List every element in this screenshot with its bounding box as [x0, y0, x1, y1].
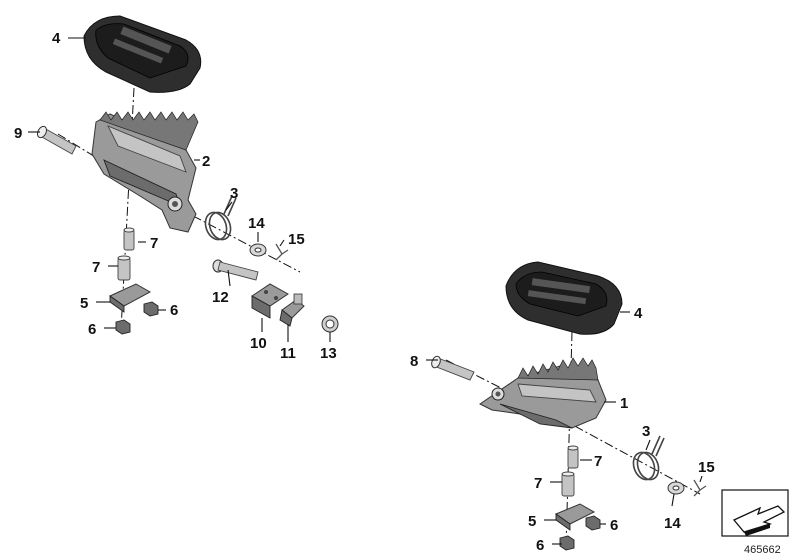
bushing-right-upper: [567, 445, 579, 469]
torsion-spring-left: [204, 195, 237, 241]
callout-1: 1: [620, 395, 628, 412]
callout-8: 8: [410, 353, 418, 370]
orientation-arrow-box: 465662: [721, 489, 789, 556]
right-footrest-assembly: [426, 261, 707, 551]
bushing-left-lower: [117, 255, 131, 281]
callout-7-right-upper: 7: [594, 453, 602, 470]
nut-left-a: [115, 319, 131, 335]
callout-6-left-a: 6: [88, 321, 96, 338]
callout-5-right: 5: [528, 513, 536, 530]
callout-labels: 4 9 2 3 14 15 7 7 5 6 6 12 10 11 13 4 8 …: [14, 30, 715, 554]
bracket-plate-left: [109, 283, 152, 313]
callout-14-right: 14: [664, 515, 681, 532]
callout-7-left-upper: 7: [150, 235, 158, 252]
footpeg-frame-right: [479, 357, 607, 429]
clamp-11: [279, 293, 305, 327]
left-footrest-assembly: [28, 15, 339, 342]
washer-left: [249, 243, 267, 257]
callout-15-left: 15: [288, 231, 305, 248]
nut-left-b: [143, 301, 159, 317]
spring-clip-right: [693, 479, 707, 497]
pivot-pin-right: [431, 355, 475, 381]
callout-12: 12: [212, 289, 229, 306]
diagram-id: 465662: [744, 544, 781, 556]
callout-4-left: 4: [52, 30, 61, 47]
callout-5-left: 5: [80, 295, 88, 312]
callout-2: 2: [202, 153, 210, 170]
sleeve-13: [321, 315, 339, 333]
callout-7-left-lower: 7: [92, 259, 100, 276]
footpeg-frame-left: [91, 111, 199, 233]
callout-15-right: 15: [698, 459, 715, 476]
mounting-bracket-10: [251, 283, 289, 319]
bushing-left-upper: [123, 227, 135, 251]
callout-13: 13: [320, 345, 337, 362]
callout-11: 11: [280, 345, 296, 362]
bracket-plate-right: [554, 503, 596, 531]
callout-10: 10: [250, 335, 267, 352]
callout-3-left: 3: [230, 185, 238, 202]
rubber-footpeg-pad-top: [83, 15, 202, 93]
callout-9: 9: [14, 125, 22, 142]
callout-6-right-a: 6: [536, 537, 544, 554]
callout-3-right: 3: [642, 423, 650, 440]
callout-7-right-lower: 7: [534, 475, 542, 492]
callout-6-left-b: 6: [170, 302, 178, 319]
washer-right: [667, 481, 685, 495]
callout-14-left: 14: [248, 215, 265, 232]
nut-right-a: [559, 535, 575, 551]
rubber-footpeg-pad-right: [505, 261, 623, 335]
arrow-icon: [732, 505, 786, 533]
bolt-left: [212, 259, 259, 281]
bushing-right-lower: [561, 471, 575, 497]
pivot-pin-left: [36, 125, 77, 155]
callout-6-right-b: 6: [610, 517, 618, 534]
callout-4-right: 4: [634, 305, 643, 322]
nut-right-b: [585, 515, 601, 531]
spring-clip-left: [275, 243, 289, 261]
torsion-spring-right: [632, 435, 665, 481]
